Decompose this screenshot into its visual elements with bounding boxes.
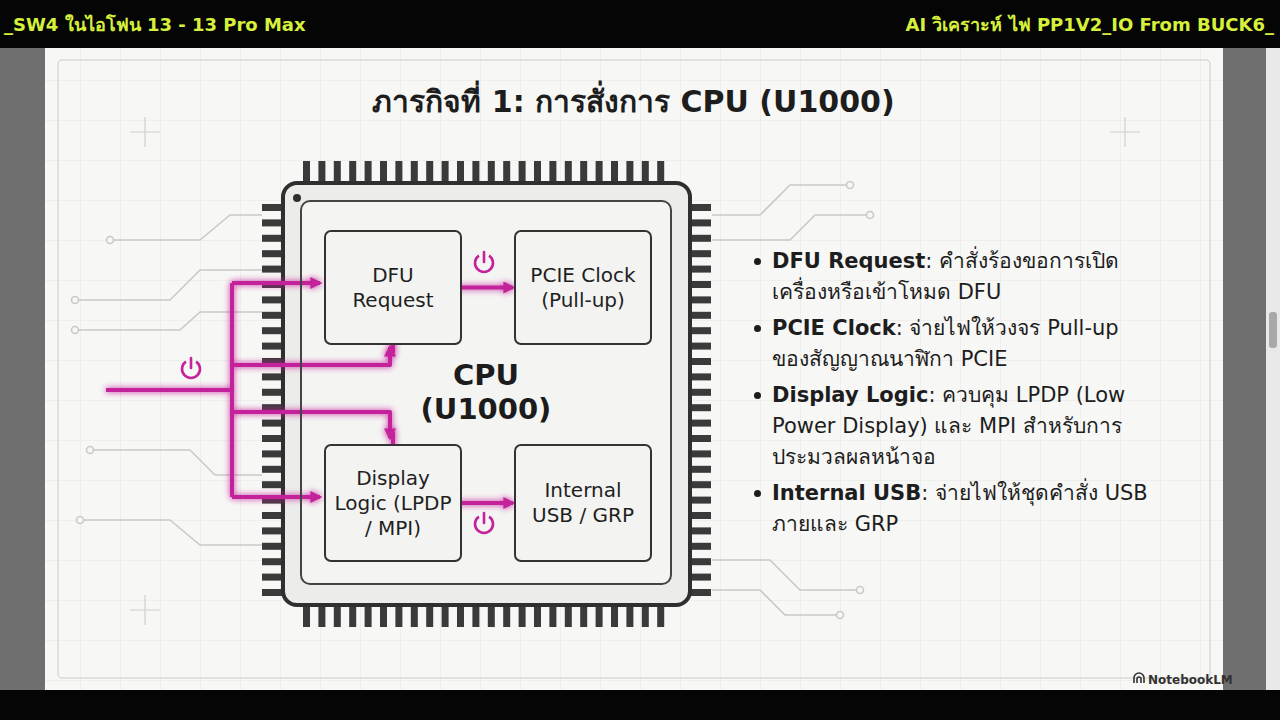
pin1-dot [293, 194, 301, 202]
slide-ground [45, 48, 1223, 690]
scrollbar-track [1266, 48, 1280, 690]
chip-package [283, 183, 690, 605]
watermark: NotebookLM [1148, 673, 1233, 687]
bullet-item: PCIE Clock: จ่ายไฟให้วงจร Pull-up ของสัญ… [752, 313, 1162, 375]
channel-caption: _SW4 ในไอโฟน 13 - 13 Pro Max [4, 10, 306, 39]
top-bar [0, 0, 1280, 48]
bullet-dot [754, 325, 761, 332]
bullet-dot [754, 490, 761, 497]
function-block: Internal USB / GRP [514, 444, 652, 562]
scrollbar-thumb [1269, 312, 1277, 348]
video-caption: AI วิเคราะห์ ไฟ PP1V2_IO From BUCK6_ [906, 10, 1275, 39]
function-block: PCIE Clock (Pull-up) [514, 230, 652, 345]
block-label: PCIE Clock (Pull-up) [522, 263, 644, 313]
bullet-item: DFU Request: คำสั่งร้องขอการเปิดเครื่องห… [752, 246, 1162, 308]
circuit-traces [75, 185, 870, 615]
bullet-heading: PCIE Clock [772, 316, 896, 340]
notebooklm-logo [1134, 673, 1144, 683]
cpu-chip: CPU (U1000) DFU Request PCIE Clock (Pull-u… [300, 200, 672, 585]
function-block: Display Logic (LPDP / MPI) [324, 444, 462, 562]
bullet-dot [754, 258, 761, 265]
chip-pins [262, 161, 711, 627]
block-label: Internal USB / GRP [522, 478, 644, 528]
bullet-dot [754, 392, 761, 399]
chip-label: CPU (U1000) [401, 359, 571, 426]
block-label: Display Logic (LPDP / MPI) [332, 466, 454, 541]
function-block: DFU Request [324, 230, 462, 345]
bullet-item: Display Logic: ควบคุม LPDP (Low Power Di… [752, 380, 1162, 473]
registration-marks [130, 117, 1140, 625]
bullet-item: Internal USB: จ่ายไฟให้ชุดคำสั่ง USB ภาย… [752, 478, 1162, 540]
block-label: DFU Request [332, 263, 454, 313]
slide-title: ภารกิจที่ 1: การสั่งการ CPU (U1000) [45, 78, 1222, 125]
trace-pads [72, 182, 874, 619]
power-icon [475, 513, 493, 533]
grid-texture [45, 48, 1223, 690]
slide-frame [58, 60, 1210, 678]
bullet-heading: Display Logic [772, 383, 928, 407]
power-icon [475, 252, 493, 272]
chip-die [300, 200, 672, 585]
bullet-heading: Internal USB [772, 481, 921, 505]
bullet-heading: DFU Request [772, 249, 925, 273]
bottom-bar [0, 690, 1280, 720]
power-icon [182, 358, 200, 378]
